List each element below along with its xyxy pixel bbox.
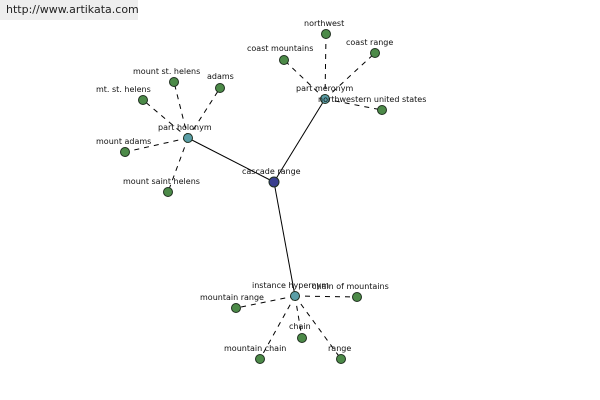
source-url: http://www.artikata.com (0, 0, 139, 20)
node-leaf-chain-of-mountains[interactable] (352, 292, 362, 302)
node-label-leaf-range: range (328, 344, 351, 353)
edge-rel-holonym (187, 137, 275, 183)
edge-leaf-mountain-chain (259, 295, 296, 360)
node-label-leaf-mt-st-helens: mt. st. helens (96, 85, 151, 94)
node-rel-hypernym[interactable] (290, 291, 300, 301)
node-label-leaf-mount-adams: mount adams (96, 137, 151, 146)
edge-leaf-coast-mountains (283, 59, 326, 100)
node-label-leaf-mount-st-helens: mount st. helens (133, 67, 200, 76)
node-leaf-northwest[interactable] (321, 29, 331, 39)
node-leaf-mt-st-helens[interactable] (138, 95, 148, 105)
node-label-rel-meronym: part meronym (296, 84, 353, 93)
node-label-leaf-mountain-chain: mountain chain (224, 344, 286, 353)
node-label-leaf-mountain-range: mountain range (200, 293, 264, 302)
node-label-leaf-mount-saint-helens: mount saint helens (123, 177, 200, 186)
edge-leaf-coast-range (324, 52, 376, 100)
edge-leaf-northwest (324, 33, 327, 100)
edge-rel-hypernym (273, 181, 296, 297)
node-label-center: cascade range (242, 167, 301, 176)
node-label-leaf-coast-mountains: coast mountains (247, 44, 313, 53)
edge-leaf-mt-st-helens (142, 99, 189, 139)
node-leaf-mount-st-helens[interactable] (169, 77, 179, 87)
edge-rel-meronym (273, 98, 326, 183)
node-leaf-coast-range[interactable] (370, 48, 380, 58)
node-label-rel-hypernym: instance hypernym (252, 281, 329, 290)
node-label-leaf-adams: adams (207, 72, 234, 81)
node-leaf-mountain-range[interactable] (231, 303, 241, 313)
edge-leaf-range (294, 295, 342, 360)
node-rel-meronym[interactable] (320, 94, 330, 104)
node-label-rel-holonym: part holonym (158, 123, 212, 132)
edge-leaf-mount-adams (124, 137, 189, 153)
node-leaf-range[interactable] (336, 354, 346, 364)
node-leaf-mountain-chain[interactable] (255, 354, 265, 364)
edge-leaf-mountain-range (235, 295, 296, 309)
node-label-leaf-coast-range: coast range (346, 38, 393, 47)
node-leaf-mount-adams[interactable] (120, 147, 130, 157)
edge-leaf-chain-of-mountains (294, 295, 358, 298)
node-leaf-chain[interactable] (297, 333, 307, 343)
edge-leaf-chain (294, 295, 303, 339)
node-leaf-northwestern-us[interactable] (377, 105, 387, 115)
node-label-leaf-northwest: northwest (304, 19, 344, 28)
node-leaf-coast-mountains[interactable] (279, 55, 289, 65)
node-rel-holonym[interactable] (183, 133, 193, 143)
node-leaf-mount-saint-helens[interactable] (163, 187, 173, 197)
node-leaf-adams[interactable] (215, 83, 225, 93)
node-center[interactable] (268, 176, 280, 188)
node-label-leaf-northwestern-us: northwestern united states (318, 95, 426, 104)
node-label-leaf-chain: chain (289, 322, 311, 331)
node-label-leaf-chain-of-mountains: chain of mountains (312, 282, 389, 291)
